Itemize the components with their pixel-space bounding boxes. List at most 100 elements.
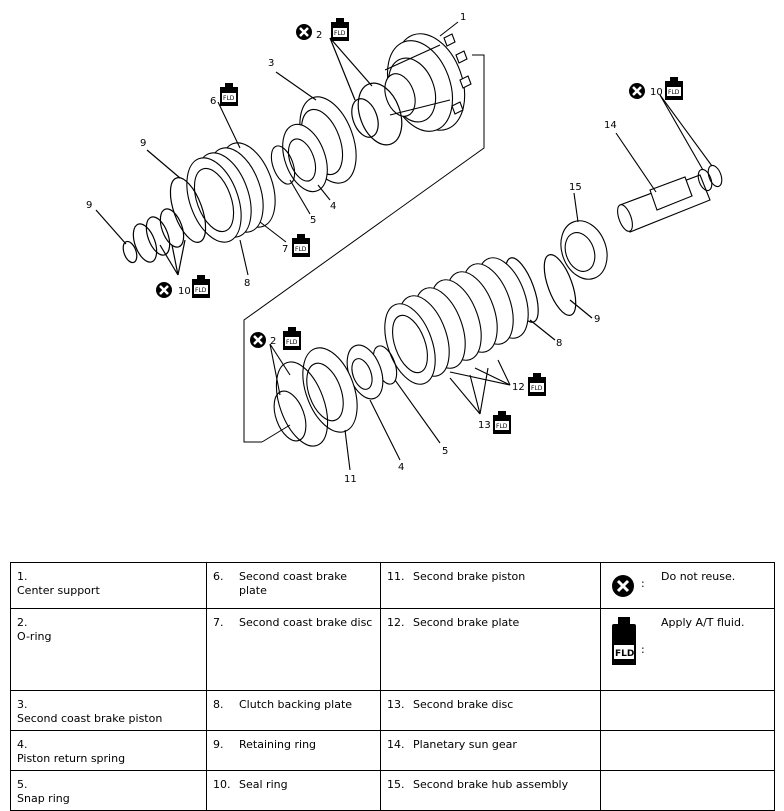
fld-icon: FLD (220, 83, 238, 106)
callout-8-a: 8 (244, 278, 250, 289)
legend-row: 1.Center support 6. Second coast brake pl… (10, 562, 775, 609)
callout-2-top: 2 (316, 30, 322, 41)
callout-10-right: 10 (650, 87, 663, 98)
do-not-reuse-icon (154, 280, 174, 300)
svg-text:FLD: FLD (295, 246, 307, 253)
fld-icon: FLD (192, 275, 210, 298)
o-ring-top (329, 37, 403, 146)
legend-number: 8. (213, 698, 224, 711)
legend-text: Second brake plate (413, 616, 520, 629)
assembly-outline (243, 54, 485, 443)
callout-10-left: 10 (178, 286, 191, 297)
do-not-reuse-icon (248, 330, 268, 350)
fld-bottle-icon: FLD (612, 617, 636, 665)
legend-text: Apply A/T fluid. (661, 616, 745, 629)
legend-text: O-ring (17, 630, 52, 643)
legend-text: Second coast brake plate (239, 570, 348, 597)
legend-colon: : (641, 577, 645, 590)
svg-text:FLD: FLD (334, 30, 346, 37)
legend-number: 4. (17, 738, 28, 751)
legend-cell-empty (600, 730, 775, 771)
piston-return-spring (282, 123, 331, 201)
legend-cell-empty (600, 690, 775, 731)
snap-ring-top (270, 145, 311, 215)
svg-text:FLD: FLD (195, 287, 207, 294)
fld-icon: FLD (665, 77, 683, 100)
legend-number: 7. (213, 616, 224, 629)
callout-15: 15 (569, 182, 582, 193)
callout-1: 1 (460, 12, 466, 23)
callout-9-b: 9 (86, 200, 92, 211)
legend-text: Second brake hub assembly (413, 778, 569, 791)
legend-number: 14. (387, 738, 405, 751)
legend-cell: 9.Retaining ring (206, 730, 381, 771)
svg-text:FLD: FLD (531, 385, 543, 392)
svg-text:FLD: FLD (223, 95, 235, 102)
planetary-sun-gear (615, 94, 723, 233)
legend-text: Second brake piston (413, 570, 526, 583)
callout-5-b: 5 (442, 446, 448, 457)
legend-colon: : (641, 643, 645, 656)
callout-8-b: 8 (556, 338, 562, 349)
legend-number: 9. (213, 738, 224, 751)
legend-number: 15. (387, 778, 405, 791)
legend-cell: 8.Clutch backing plate (206, 690, 381, 731)
legend-cell: 2.O-ring (10, 608, 207, 691)
retaining-seal-rings-left (95, 149, 207, 276)
fld-icon: FLD (283, 327, 301, 350)
legend-text: Second coast brake piston (17, 712, 163, 725)
fld-icon: FLD (292, 234, 310, 257)
svg-text:FLD: FLD (615, 649, 634, 659)
legend-text: Seal ring (239, 778, 288, 791)
legend-cell: 11. Second brake piston (380, 562, 601, 609)
callout-4-a: 4 (330, 201, 336, 212)
legend-cell: 6. Second coast brake plate (206, 562, 381, 609)
do-not-reuse-icon (294, 22, 314, 42)
legend-text: Planetary sun gear (413, 738, 517, 751)
second-brake-piston-group (269, 343, 441, 471)
legend-text: Second brake disc (413, 698, 514, 711)
legend-text: Do not reuse. (661, 570, 736, 583)
second-brake-plates-discs (384, 257, 529, 415)
legend-number: 6. (213, 570, 224, 583)
legend-row: 4.Piston return spring 9.Retaining ring … (10, 730, 775, 771)
legend-row: 2.O-ring 7.Second coast brake disc 12. Se… (10, 608, 775, 691)
do-not-reuse-icon (627, 81, 647, 101)
legend-cell: 3.Second coast brake piston (10, 690, 207, 731)
legend-text: Piston return spring (17, 752, 126, 765)
legend-number: 1. (17, 570, 28, 583)
callout-7: 7 (282, 244, 288, 255)
coast-brake-plates-discs (186, 101, 287, 276)
fld-icon: FLD (493, 411, 511, 434)
callout-13: 13 (478, 420, 491, 431)
callout-5-a: 5 (310, 215, 316, 226)
exploded-view-diagram: 1 2 3 6 9 9 10 7 8 5 4 10 14 15 9 8 12 1… (86, 12, 723, 485)
legend-row: 3.Second coast brake piston 8.Clutch bac… (10, 690, 775, 731)
svg-text:FLD: FLD (496, 423, 508, 430)
parts-legend-table: 1.Center support 6. Second coast brake pl… (10, 562, 775, 811)
legend-number: 12. (387, 616, 405, 629)
callout-6: 6 (210, 96, 216, 107)
callout-12: 12 (512, 382, 525, 393)
legend-symbol-cell: : Do not reuse. (600, 562, 775, 609)
legend-cell: 4.Piston return spring (10, 730, 207, 771)
legend-cell: 7.Second coast brake disc (206, 608, 381, 691)
callout-3: 3 (268, 58, 274, 69)
callout-14: 14 (604, 120, 617, 131)
legend-number: 11. (387, 570, 405, 583)
second-brake-hub (560, 192, 608, 280)
legend-cell: 1.Center support (10, 562, 207, 609)
legend-number: 3. (17, 698, 28, 711)
svg-text:FLD: FLD (286, 339, 298, 346)
legend-cell: 14. Planetary sun gear (380, 730, 601, 771)
svg-text:FLD: FLD (668, 89, 680, 96)
do-not-reuse-icon (612, 575, 634, 597)
center-support (384, 33, 472, 132)
callout-9-a: 9 (140, 138, 146, 149)
legend-text: Center support (17, 584, 100, 597)
legend-symbol-cell: FLD : Apply A/T fluid. (600, 608, 775, 691)
callout-2-bottom: 2 (270, 336, 276, 347)
legend-number: 5. (17, 778, 28, 791)
callout-9-c: 9 (594, 314, 600, 325)
legend-number: 13. (387, 698, 405, 711)
